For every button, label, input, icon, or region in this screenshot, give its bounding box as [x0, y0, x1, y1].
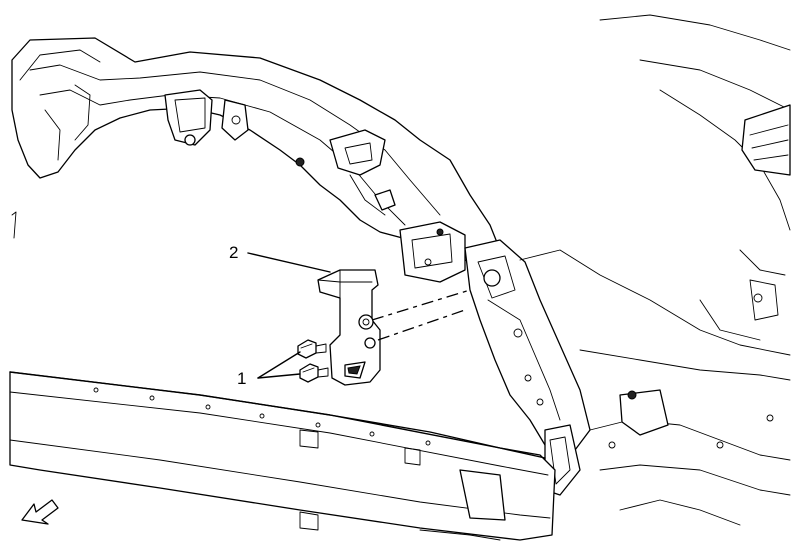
bolt-upper — [297, 339, 327, 359]
leader-lines — [247, 252, 331, 379]
front-arrow-icon — [21, 499, 59, 525]
edge-mark — [11, 211, 17, 239]
callout-1: 1 — [237, 369, 246, 388]
bumper-beam — [9, 371, 556, 541]
upper-tie-bar — [11, 37, 501, 283]
engine-compartment-edge — [599, 14, 791, 341]
callout-2: 2 — [229, 243, 238, 262]
bracket — [317, 269, 381, 386]
bolt-lower — [299, 363, 329, 383]
assembly-lines — [371, 289, 471, 341]
